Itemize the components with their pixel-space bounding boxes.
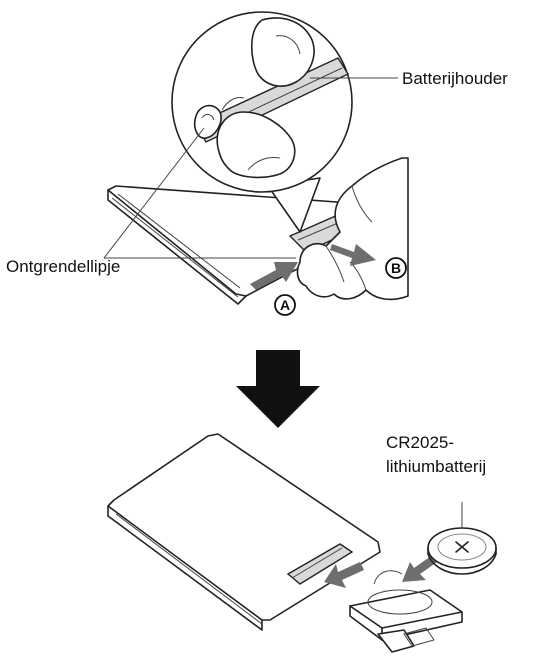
battery-type-label-line2: lithiumbatterij (386, 457, 486, 476)
step-marker-b-label: B (391, 260, 401, 276)
coin-battery-icon (428, 528, 496, 574)
step-marker-b: B (386, 258, 406, 278)
release-tab-label: Ontgrendellipje (6, 257, 120, 276)
down-arrow-icon (236, 350, 320, 428)
step-marker-a-label: A (280, 297, 290, 313)
label-battery-type: CR2025- lithiumbatterij (386, 433, 486, 528)
top-illustration: A B (6, 12, 508, 315)
remote-control-bottom (108, 434, 380, 630)
bottom-illustration: CR2025- lithiumbatterij (108, 433, 496, 652)
battery-holder-tray (350, 571, 462, 652)
step-marker-a: A (275, 295, 295, 315)
battery-holder-label: Batterijhouder (402, 69, 508, 88)
battery-type-label-line1: CR2025- (386, 433, 454, 452)
